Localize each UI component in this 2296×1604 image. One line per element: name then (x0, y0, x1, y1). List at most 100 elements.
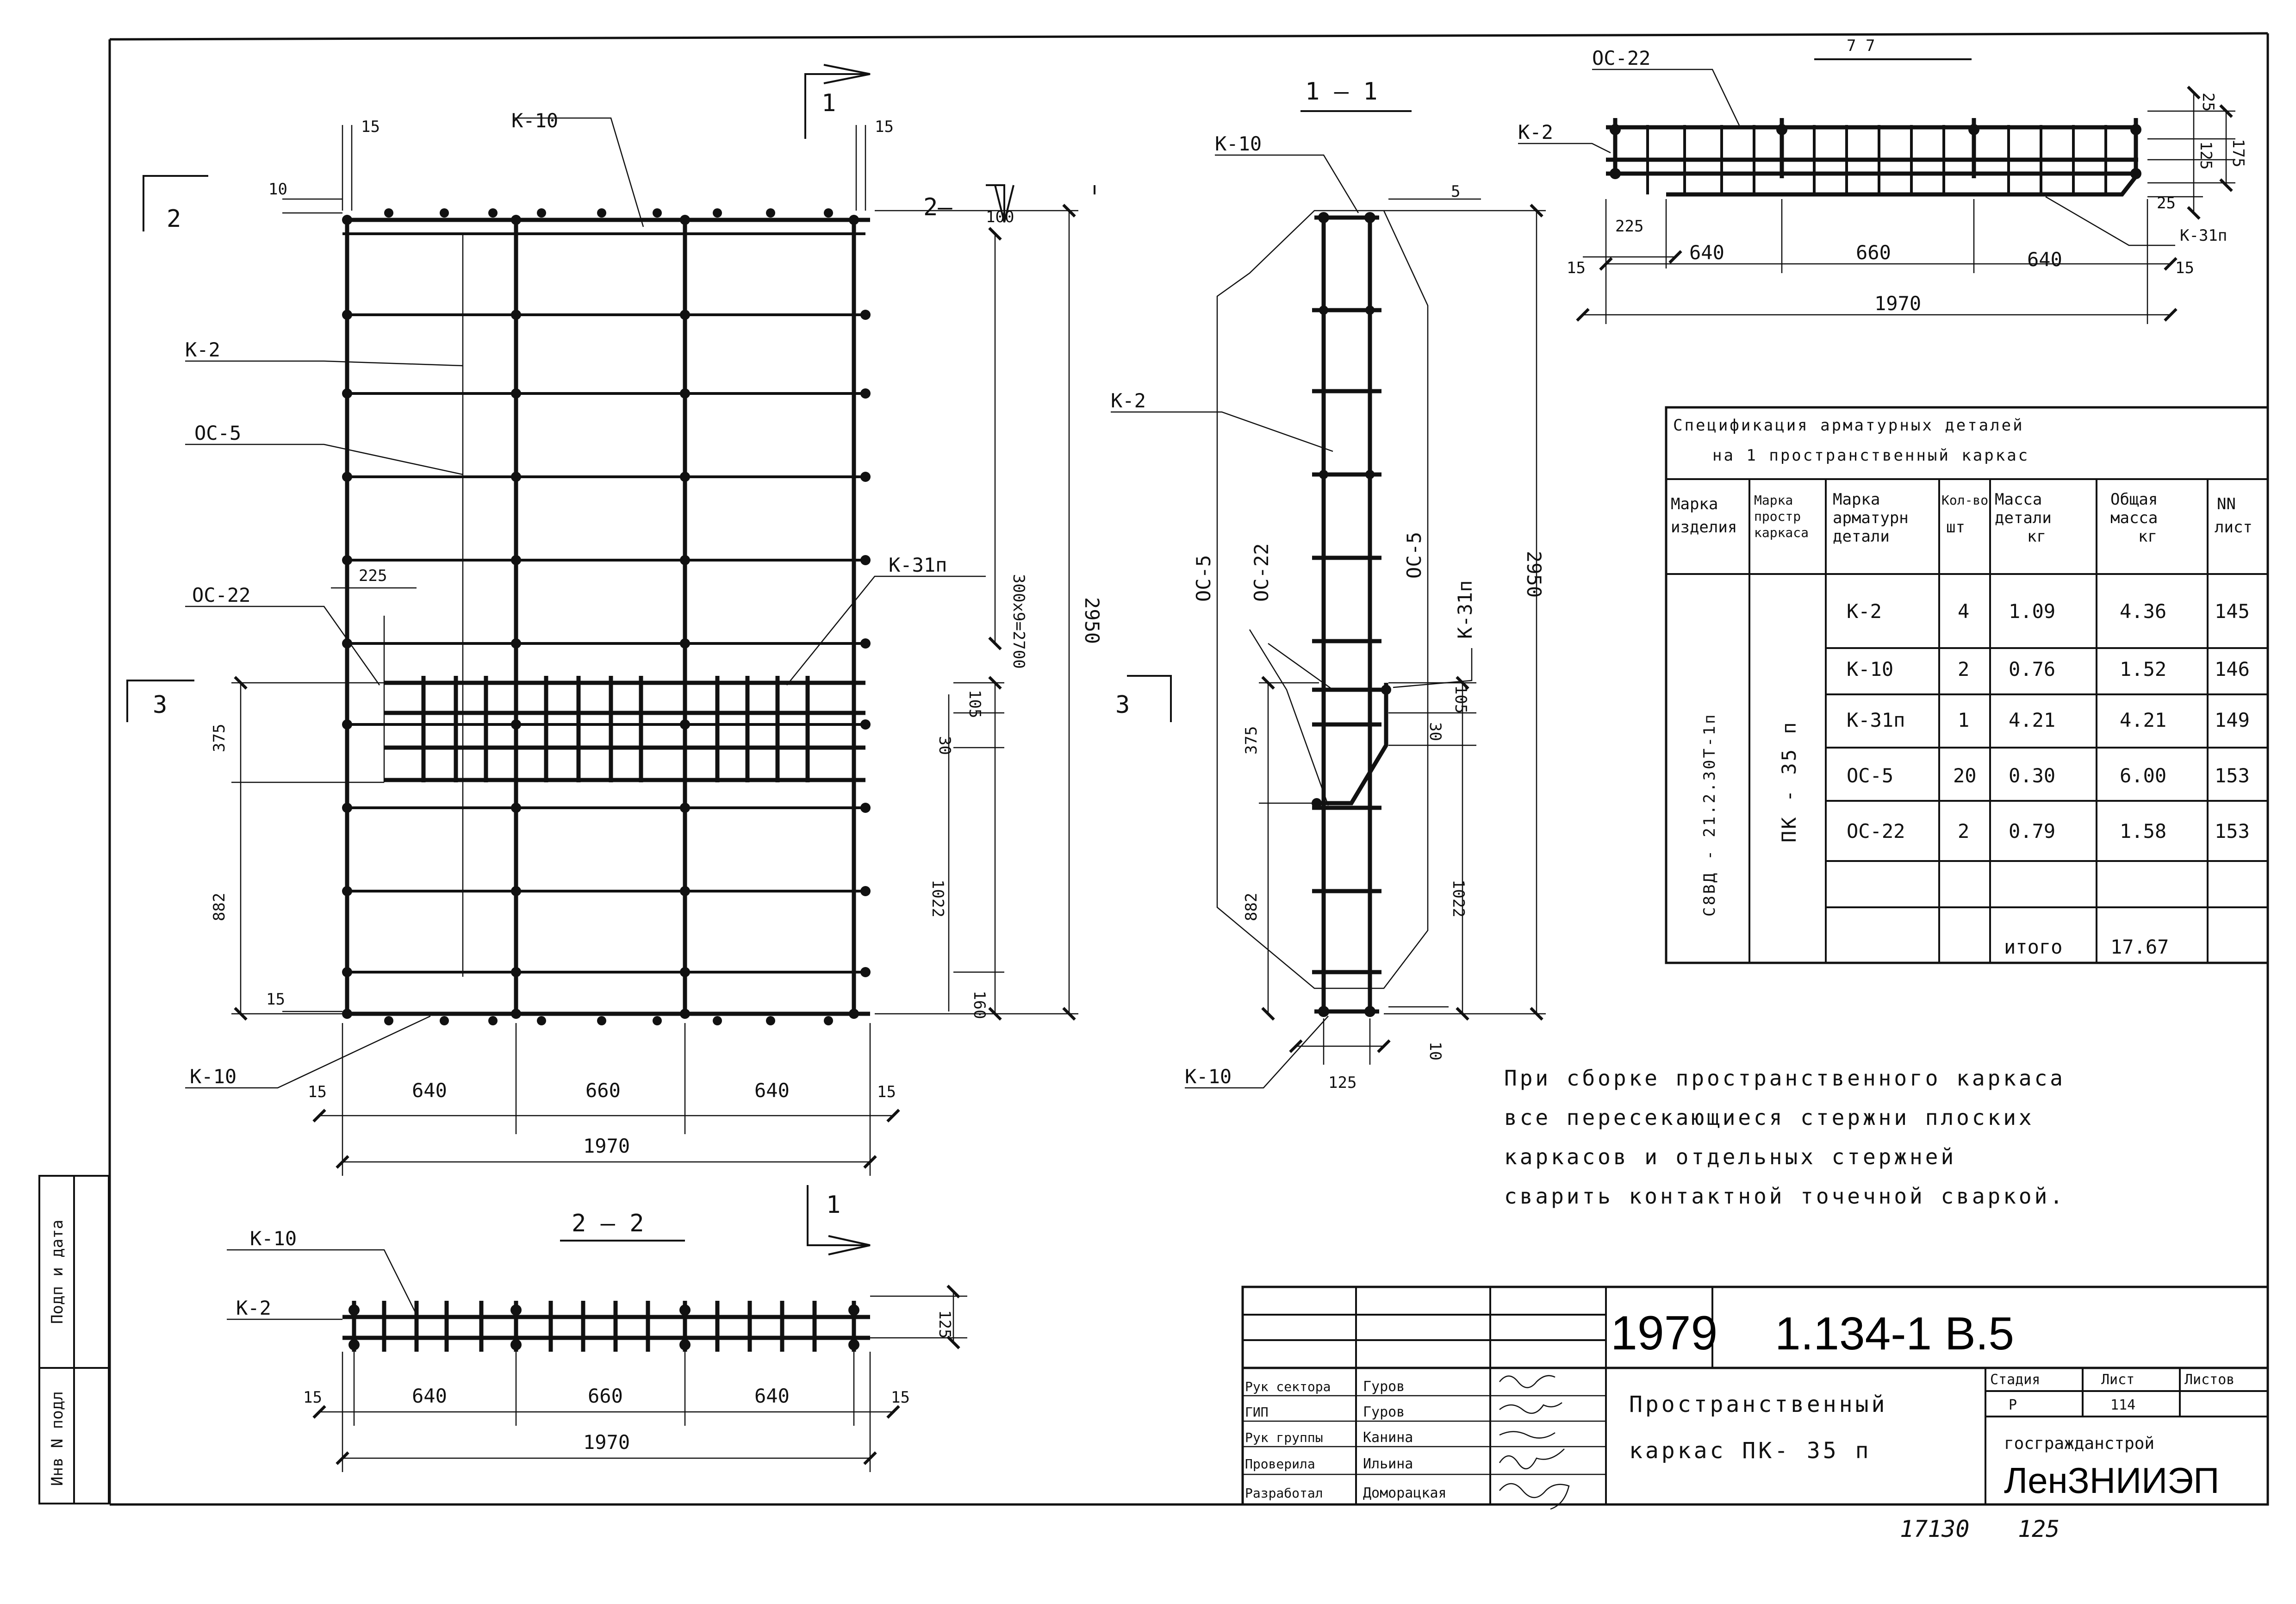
label-os22: ОС-22 (192, 584, 250, 606)
note-line-3: каркасов и отдельных стержней (1504, 1144, 1956, 1169)
tb-stage: Р (2009, 1397, 2017, 1413)
s22-dim-660: 660 (588, 1385, 623, 1407)
row-detail: ОС-5 (1847, 764, 1893, 787)
row-detail: ОС-22 (1847, 820, 1905, 843)
hdr-detail-3: детали (1833, 527, 1890, 546)
row-total: 1.58 (2120, 820, 2166, 843)
footer-number: 17130 (1900, 1516, 1970, 1542)
s11-dim-2950: 2950 (1523, 551, 1545, 598)
product-mark: С8ВД - 21.2.30Т-1п (1700, 713, 1719, 917)
s11-dim-882: 882 (1242, 893, 1261, 921)
spec-total-value: 17.67 (2110, 936, 2169, 958)
hdr-detail-1: Марка (1833, 490, 1880, 509)
row-mass: 0.79 (2009, 820, 2055, 843)
spec-row: ОС-5 20 0.30 6.00 153 (1847, 764, 2250, 787)
tb-col-sheets: Листов (2184, 1372, 2234, 1388)
note-line-1: При сборке пространственного каркаса (1504, 1066, 2066, 1091)
hdr-sheet-1: NN (2217, 495, 2236, 513)
dim-2950: 2950 (1081, 597, 1103, 644)
cut-2-left: 2 (167, 205, 181, 233)
hdr-mass-2: детали (1995, 509, 2052, 527)
hdr-total-3: кг (2138, 527, 2157, 546)
section-7-7-title: 7 7 (1847, 37, 1875, 55)
s11-dim-125: 125 (1328, 1073, 1356, 1092)
hdr-frame-2: простр (1754, 509, 1801, 524)
tb-col-sheet: Лист (2101, 1372, 2134, 1388)
tb-role-1: Рук сектора (1245, 1379, 1331, 1394)
s11-dim-1022: 1022 (1449, 880, 1468, 917)
spec-row: ОС-22 2 0.79 1.58 153 (1847, 820, 2250, 843)
s11-label-os22: ОС-22 (1250, 543, 1273, 602)
row-detail: К-10 (1847, 658, 1893, 680)
label-os5: ОС-5 (194, 422, 241, 444)
dim-640b: 640 (754, 1079, 790, 1102)
row-sheet: 146 (2215, 658, 2250, 680)
footer-page: 125 (2018, 1516, 2060, 1542)
s77-dim-640a: 640 (1689, 241, 1724, 264)
hdr-frame-1: Марка (1754, 493, 1793, 508)
row-qty: 20 (1953, 764, 1977, 787)
label-k10-bottom: К-10 (190, 1065, 236, 1088)
spec-row: К-10 2 0.76 1.52 146 (1847, 658, 2250, 680)
s22-dim-640a: 640 (412, 1385, 447, 1407)
frame-mark: ПК - 35 п (1778, 720, 1800, 843)
dim-15c: 15 (266, 990, 285, 1009)
tb-role-2: ГИП (1245, 1404, 1269, 1420)
tb-year: 1979 (1611, 1306, 1717, 1360)
label-k2: К-2 (185, 338, 220, 361)
dim-225: 225 (359, 567, 387, 585)
cut-3-left: 3 (153, 691, 167, 719)
tb-org-2: ЛенЗНИИЭП (2004, 1460, 2219, 1501)
title-block-grid (1241, 1286, 2269, 1510)
section-7-7-drawing (1518, 58, 2235, 324)
tb-series: 1.134-1 В.5 (1775, 1308, 2014, 1360)
row-sheet: 145 (2215, 600, 2250, 623)
main-elevation (126, 64, 1172, 1176)
s11-label-os5-right: ОС-5 (1403, 532, 1425, 579)
dim-1022: 1022 (928, 880, 947, 917)
tb-name-1-person: Гуров (1363, 1379, 1405, 1395)
hdr-mass-3: кг (2027, 527, 2046, 546)
s77-dim-125: 125 (2196, 141, 2215, 169)
hdr-qty-2: шт (1946, 518, 1965, 537)
s11-dim-375: 375 (1242, 726, 1261, 755)
tb-role-4: Проверила (1245, 1456, 1315, 1472)
dim-15b: 15 (875, 118, 894, 136)
row-mass: 0.30 (2009, 764, 2055, 787)
dim-1970: 1970 (583, 1135, 630, 1157)
dim-15e: 15 (877, 1083, 896, 1101)
hdr-qty-1: Кол-во (1941, 493, 1988, 508)
s77-dim-175: 175 (2229, 139, 2247, 167)
row-sheet: 149 (2215, 709, 2250, 731)
tb-name-1: Пространственный (1629, 1392, 1887, 1417)
sheet-frame (108, 32, 2269, 1506)
note-line-4: сварить контактной точечной сваркой. (1504, 1184, 2066, 1209)
section-2-2-drawing (227, 1185, 967, 1472)
cut-2-right: 2— (923, 193, 952, 221)
s11-label-os5-left: ОС-5 (1192, 555, 1215, 602)
spec-title-1: Спецификация арматурных деталей (1673, 416, 2024, 435)
dim-640a: 640 (412, 1079, 447, 1102)
s11-label-k10-bottom: К-10 (1185, 1065, 1232, 1088)
s77-dim-25b: 25 (2157, 194, 2176, 212)
s77-dim-1970: 1970 (1874, 292, 1921, 315)
s22-label-k2: К-2 (236, 1297, 271, 1319)
dim-105: 105 (965, 690, 984, 718)
s22-cut-1: 1 (826, 1191, 840, 1219)
row-sheet: 153 (2215, 820, 2250, 843)
s11-dim-10: 10 (1426, 1042, 1444, 1061)
dim-15a: 15 (361, 118, 380, 136)
tb-col-stage: Стадия (1990, 1372, 2040, 1388)
s22-dim-1970: 1970 (583, 1431, 630, 1454)
s77-dim-15a: 15 (1567, 259, 1586, 277)
hdr-product-1: Марка (1671, 495, 1718, 513)
dim-spacing: 300х9=2700 (1009, 574, 1028, 669)
s77-label-os22: ОС-22 (1592, 47, 1650, 69)
dim-160: 160 (970, 991, 989, 1019)
row-mass: 1.09 (2009, 600, 2055, 623)
tb-name-4-person: Ильина (1363, 1456, 1413, 1472)
s77-dim-25a: 25 (2199, 93, 2217, 112)
dim-30: 30 (935, 736, 954, 755)
